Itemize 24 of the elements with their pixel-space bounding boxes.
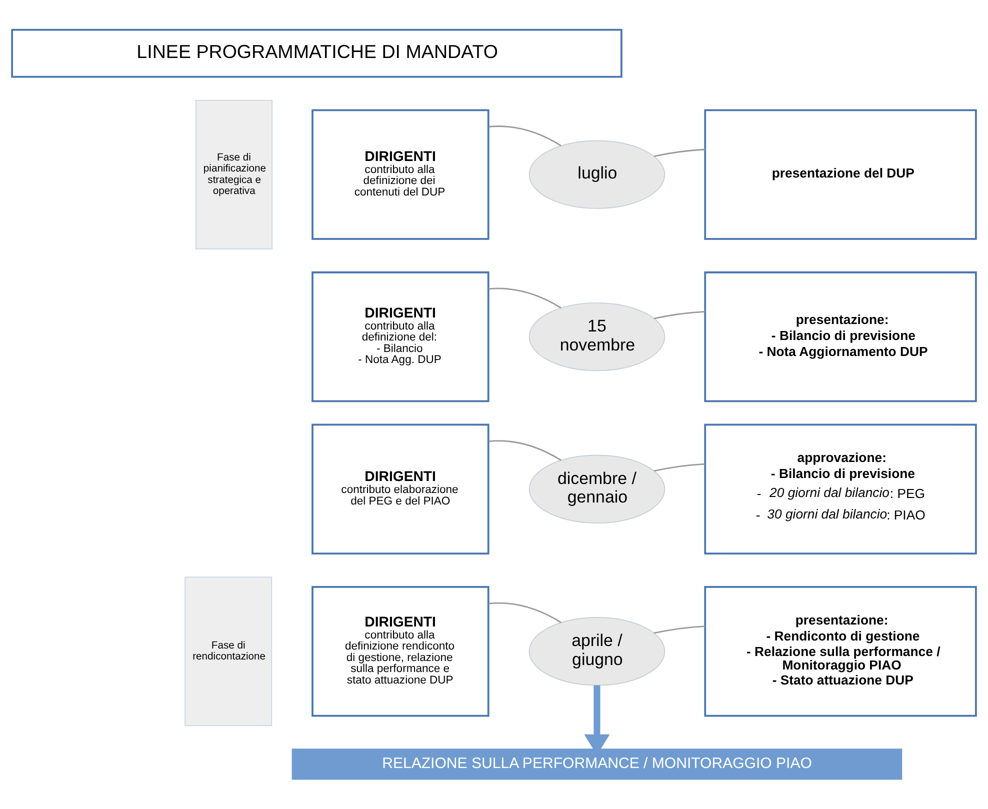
connector — [654, 463, 706, 472]
node-box: Fase di pianificazione strategica e operativa — [195, 100, 273, 250]
node-box: DIRIGENTI contributo alla definizione rendiconto di gestione, relazione sulla performance e stato attuazione DUP — [312, 586, 490, 717]
node-ellipse: 15 novembre — [528, 302, 666, 372]
connector — [488, 126, 562, 146]
node-box: presentazione: - Rendiconto di gestione - Relazione sulla performance / Monitoraggio PIAO - Stato attuazione DUP — [704, 586, 977, 717]
connector — [488, 288, 562, 309]
node-box: DIRIGENTI contributo alla definizione dei contenuti del DUP — [312, 109, 490, 240]
node-box: LINEE PROGRAMMATICHE DI MANDATO — [11, 28, 622, 78]
node-box: presentazione: - Bilancio di previsione - Nota Aggiornamento DUP — [704, 271, 977, 402]
connector — [654, 148, 706, 158]
node-box: presentazione del DUP — [704, 109, 977, 240]
node-box: approvazione: - Bilancio di previsione - 20 giorni dal bilancio: PEG - 30 giorni dal bilancio: PIAO — [704, 424, 977, 554]
connector — [488, 440, 562, 461]
connector — [488, 602, 562, 624]
node-box: RELAZIONE SULLA PERFORMANCE / MONITORAGGIO PIAO — [292, 748, 902, 780]
node-box: DIRIGENTI contributo elaborazione del PEG e del PIAO — [312, 424, 490, 554]
connector — [654, 311, 706, 320]
node-ellipse: aprile / giugno — [528, 617, 666, 686]
node-ellipse: luglio — [528, 140, 666, 209]
node-box: DIRIGENTI contributo alla definizione del: - Bilancio - Nota Agg. DUP — [312, 271, 490, 402]
node-ellipse: dicembre / gennaio — [528, 454, 666, 524]
node-box: Fase di rendicontazione — [184, 576, 272, 726]
connector — [654, 626, 706, 634]
